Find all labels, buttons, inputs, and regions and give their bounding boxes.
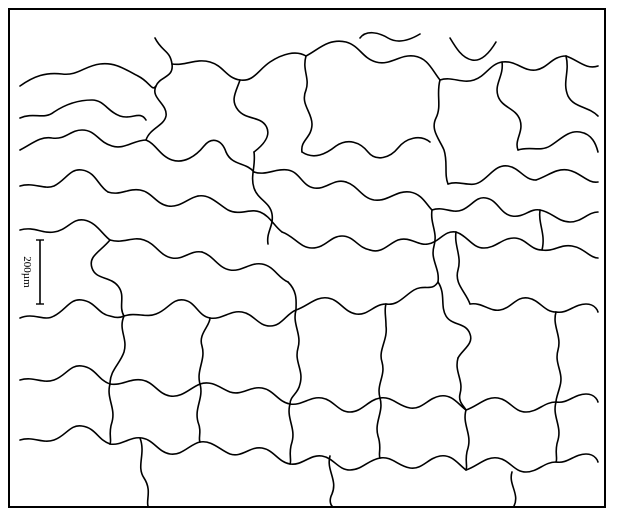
scale-bar: 200µm <box>21 240 44 304</box>
scale-bar-label: 200µm <box>21 256 33 288</box>
cell-walls <box>20 33 598 506</box>
